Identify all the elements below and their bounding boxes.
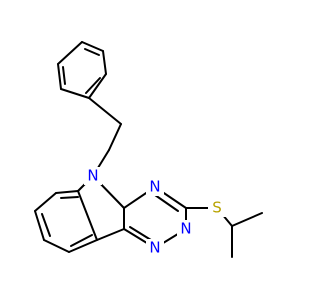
bond-n1-c9b-inner [129,226,152,241]
bond-benzo-5 [68,239,98,253]
atom-label-bg-n-triazine-left [146,239,164,257]
atom-label-n-triazine-right: N [180,220,191,238]
atom-label-bg-n-triazine-right [177,220,195,238]
bond-benzo-4 [43,239,70,253]
bond-phenyl-ch2 [88,97,122,125]
bond-benzo-3 [34,210,45,241]
bond-n4-c3-inner [154,194,179,212]
bond-phenyl-inner-2 [85,77,101,94]
atom-label-n-indole: N [87,167,98,185]
bond-ch2-ch2 [108,123,122,151]
ethyl-chain [88,97,122,177]
atom-label-bg-sulfur [208,199,226,217]
bond-phenyl-inner-1 [84,48,100,56]
bond-c9b-c9a [96,228,125,241]
bond-phenyl-4 [60,88,90,99]
bond-phenyl-3 [88,73,107,99]
bond-phenyl-1 [81,41,104,52]
bond-benzo-6 [77,190,98,241]
atom-label-n-triazine-left: N [149,239,160,257]
atom-label-bg-n-indole [84,167,102,185]
bond-benzo-inner-1 [41,213,51,237]
atom-label-bg-n-triazine-top [146,178,164,196]
bond-phenyl-inner-3 [62,66,66,85]
bond-benzo-1 [55,190,79,194]
bond-phenyl-6 [57,41,83,65]
bond-phenyl-2 [102,50,107,75]
bond-phenyl-5 [57,63,62,90]
molecule-canvas: N N N N S [34,41,263,258]
benzo-ring [34,190,98,253]
phenyl-ring [57,41,107,99]
bond-benzo-2 [34,192,57,212]
bond-benzo-inner-3 [60,196,79,199]
bond-benzo-inner-2 [70,234,93,247]
molecule-structure: N N N N S [34,41,263,258]
atom-labels: N N N N S [84,167,226,257]
atom-label-n-triazine-top: N [149,178,160,196]
atom-label-sulfur: S [212,199,222,217]
bond-ch-methyl-up [231,212,263,227]
fused-rings [77,175,187,249]
